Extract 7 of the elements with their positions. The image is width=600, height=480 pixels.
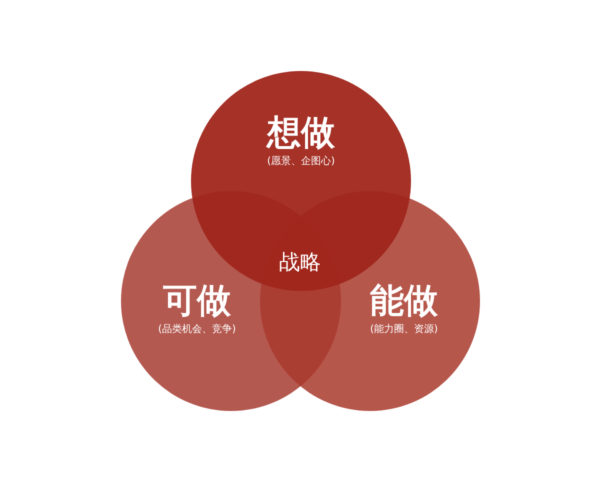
circle-subtitle: (品类机会、竞争) [158, 324, 236, 335]
circle-subtitle: (愿景、企图心) [267, 156, 335, 167]
circle-heading: 可做 [163, 281, 231, 321]
overlap-label: 战略 [279, 250, 321, 274]
circle-heading: 能做 [370, 281, 438, 321]
circle-heading: 想做 [267, 113, 335, 153]
circle-subtitle: (能力圈、资源) [370, 324, 438, 335]
